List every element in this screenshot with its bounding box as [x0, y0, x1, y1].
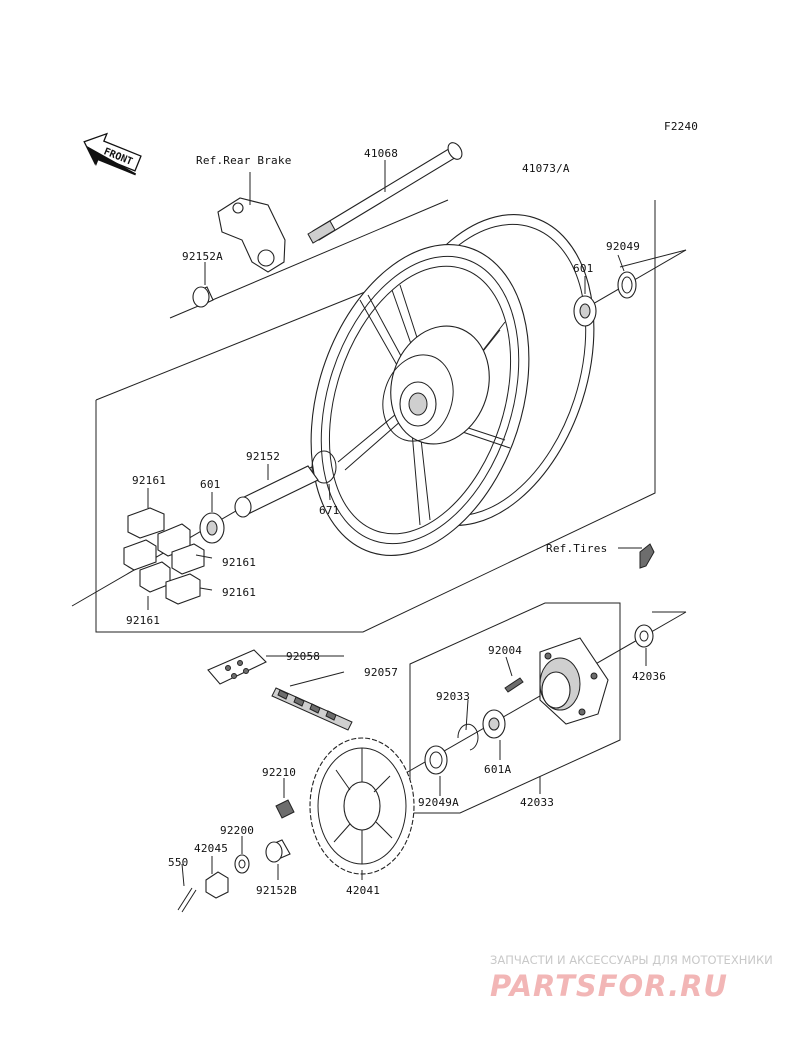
bearing-601-left	[199, 492, 225, 544]
part-label-92152A: 92152A	[182, 250, 223, 263]
collar-92152	[234, 464, 319, 518]
cotter-pin-550	[177, 863, 197, 913]
part-label-92161-d: 92161	[126, 614, 160, 627]
washer-92200	[234, 836, 250, 874]
front-direction-arrow-icon: FRONT	[83, 132, 142, 176]
chain-joint-92058	[207, 649, 344, 685]
part-label-92033: 92033	[436, 690, 470, 703]
wheel-damper-rubbers	[123, 488, 213, 610]
collar-92152A	[192, 262, 214, 308]
part-label-42033: 42033	[520, 796, 554, 809]
part-label-92152B: 92152B	[256, 884, 297, 897]
part-label-601-left: 601	[200, 478, 220, 491]
drive-chain-92057	[271, 671, 353, 731]
part-label-92058: 92058	[286, 650, 320, 663]
part-label-92004: 92004	[488, 644, 522, 657]
ref-tires-label: Ref.Tires	[546, 542, 607, 555]
nut-92210	[275, 778, 295, 819]
bearing-601-top	[573, 276, 597, 327]
part-label-92161-c: 92161	[222, 586, 256, 599]
part-label-601A: 601A	[484, 763, 511, 776]
part-label-41073: 41073/A	[522, 162, 570, 175]
part-label-92161-a: 92161	[132, 474, 166, 487]
rear-brake-bracket	[217, 172, 286, 273]
rear-axle	[307, 142, 463, 244]
part-label-92161-b: 92161	[222, 556, 256, 569]
part-label-92210: 92210	[262, 766, 296, 779]
o-ring-671	[311, 450, 337, 501]
diagram-code: F2240	[664, 120, 698, 133]
part-label-42036: 42036	[632, 670, 666, 683]
part-label-671: 671	[319, 504, 339, 517]
collar-42036	[634, 624, 654, 666]
part-label-42041: 42041	[346, 884, 380, 897]
part-label-42045: 42045	[194, 842, 228, 855]
oil-seal-92049-top	[617, 254, 637, 299]
part-label-550: 550	[168, 856, 188, 869]
ref-rear-brake-label: Ref.Rear Brake	[196, 154, 292, 167]
circlip-92033	[457, 699, 479, 751]
part-label-92057: 92057	[364, 666, 398, 679]
part-label-92049-top: 92049	[606, 240, 640, 253]
oil-seal-92049A	[424, 745, 448, 796]
collar-92152B	[265, 839, 291, 880]
bearing-601A	[482, 709, 506, 760]
rear-wheel-rim	[310, 214, 595, 556]
tire-valve-icon	[618, 543, 655, 569]
part-label-92049A: 92049A	[418, 796, 459, 809]
part-label-92152: 92152	[246, 450, 280, 463]
nut-42045	[205, 856, 229, 899]
watermark-brand: PARTSFOR.RU	[490, 969, 728, 1003]
stud-92004	[504, 656, 524, 693]
sprocket-coupling	[539, 637, 609, 725]
part-label-92200: 92200	[220, 824, 254, 837]
watermark-tagline: ЗАПЧАСТИ И АКСЕССУАРЫ ДЛЯ МОТОТЕХНИКИ	[490, 953, 773, 967]
part-label-601-top: 601	[573, 262, 593, 275]
rear-sprocket	[309, 737, 415, 880]
part-label-41068: 41068	[364, 147, 398, 160]
